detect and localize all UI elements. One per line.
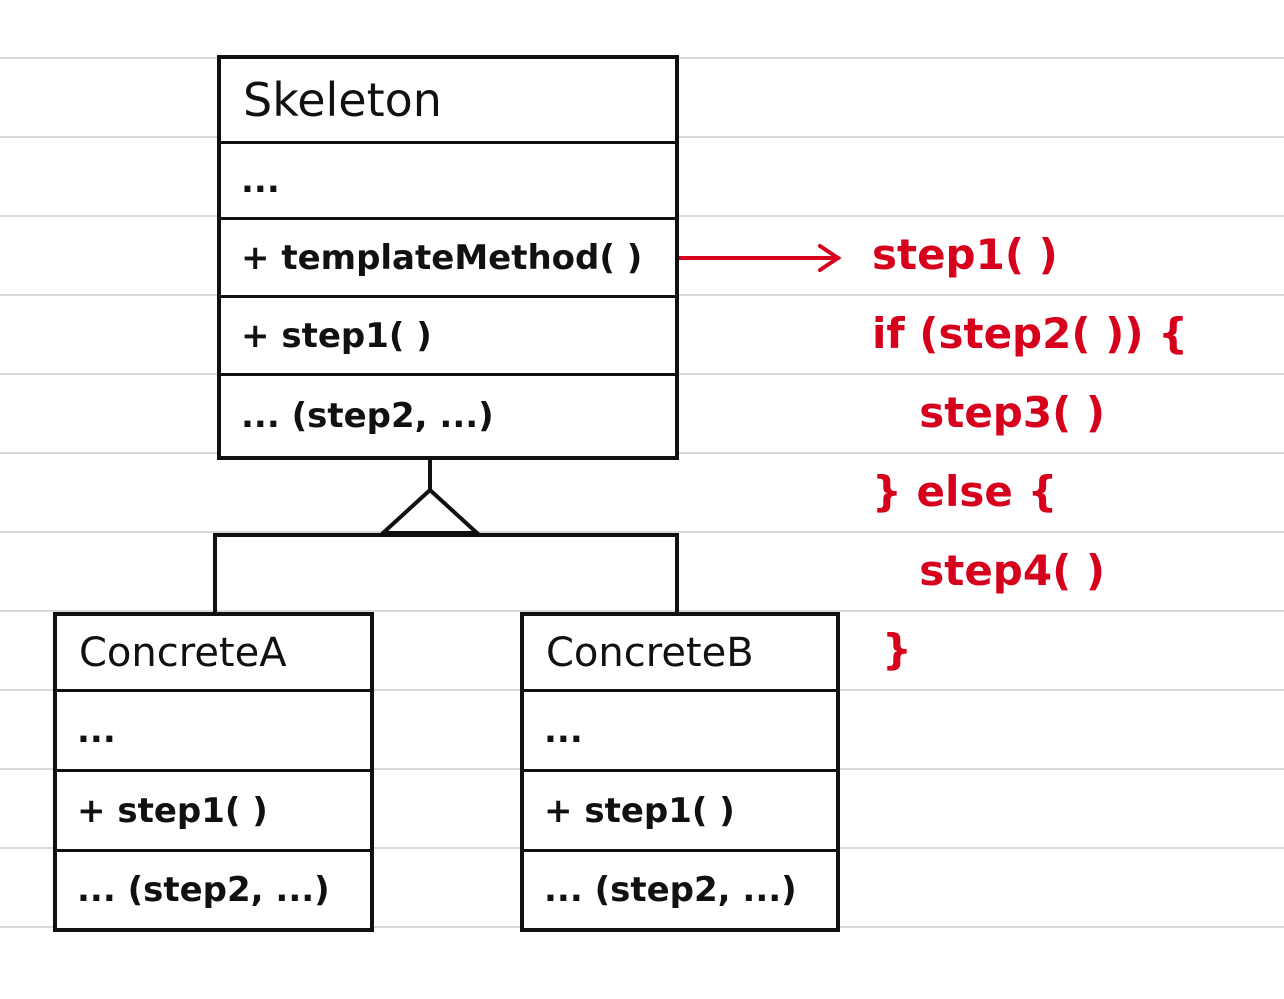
code-line: step3( ) [890, 388, 1106, 437]
method-row: ... (step2, ...) [544, 870, 797, 910]
concrete-a-class: ConcreteA ... + step1( ) ... (step2, ...… [53, 612, 374, 932]
ruled-line [0, 610, 1284, 612]
code-line: if (step2( )) { [872, 309, 1189, 358]
code-line: step1( ) [872, 230, 1058, 279]
method-row: ... (step2, ...) [77, 870, 330, 910]
method-row: + templateMethod( ) [221, 220, 675, 298]
code-line: } [882, 625, 912, 674]
method-row: + step1( ) [524, 772, 836, 852]
method-row: ... (step2, ...) [241, 396, 494, 436]
inheritance-connector [213, 458, 679, 612]
method-row: + step1( ) [57, 772, 370, 852]
attribute-row: ... [57, 692, 370, 772]
concrete-b-class: ConcreteB ... + step1( ) ... (step2, ...… [520, 612, 840, 932]
template-arrow [646, 244, 842, 272]
ruled-line [0, 531, 1284, 533]
class-name: ConcreteB [524, 616, 836, 692]
attribute-row: ... [221, 144, 675, 220]
code-line: step4( ) [890, 546, 1106, 595]
class-name: Skeleton [221, 59, 675, 144]
attribute-row: ... [524, 692, 836, 772]
skeleton-class: Skeleton ... + templateMethod( ) + step1… [217, 55, 679, 460]
class-name: ConcreteA [57, 616, 370, 692]
method-row: + step1( ) [221, 298, 675, 376]
code-line: } else { [872, 467, 1058, 516]
